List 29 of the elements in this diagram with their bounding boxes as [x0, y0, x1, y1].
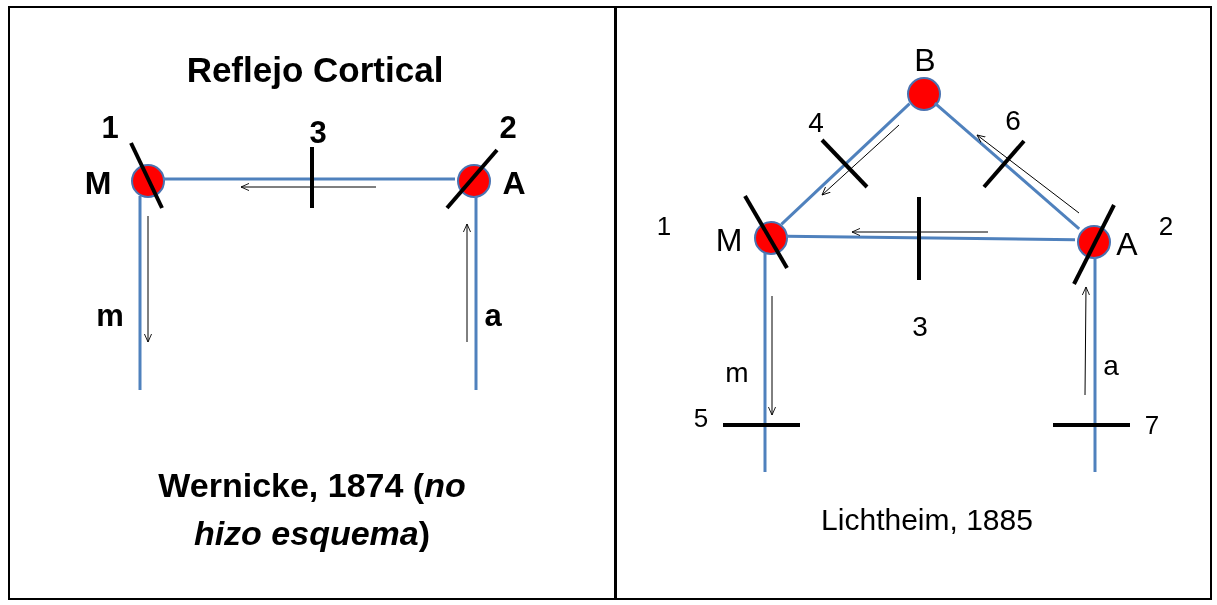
nerve-pathway: [763, 253, 767, 472]
nerve-pathway: [780, 102, 911, 226]
lesion-number: 3: [912, 313, 928, 341]
panel-heading: Reflejo Cortical: [186, 51, 444, 87]
nerve-pathway: [138, 196, 142, 390]
lesion-number: 6: [1005, 107, 1021, 135]
author-caption: Lichtheim, 1885: [821, 505, 1033, 535]
node-label: M: [715, 224, 743, 256]
nerve-pathway: [474, 196, 478, 390]
lesion-number: 1: [101, 111, 119, 143]
node-label: A: [1116, 228, 1138, 260]
node-label: A: [502, 167, 526, 199]
lesion-number: 2: [1158, 213, 1174, 239]
nerve-pathway: [163, 177, 455, 181]
author-caption: Wernicke, 1874 (no hizo esquema): [157, 465, 467, 554]
diagram-panel: [8, 6, 616, 600]
lesion-number: 1: [656, 213, 672, 239]
lesion-number: 4: [808, 109, 824, 137]
node-label: M: [84, 167, 112, 199]
diagram-panel: [615, 6, 1212, 600]
nerve-pathway: [786, 234, 1075, 242]
lesion-number: 3: [309, 116, 327, 148]
lesion-number: 7: [1144, 412, 1160, 438]
nerve-pathway: [1093, 257, 1097, 472]
lesion-number: 5: [693, 405, 709, 431]
neuron-circle: [907, 77, 941, 111]
nerve-pathway: [933, 102, 1081, 230]
lesion-number: 2: [499, 111, 517, 143]
node-label: B: [914, 44, 936, 76]
